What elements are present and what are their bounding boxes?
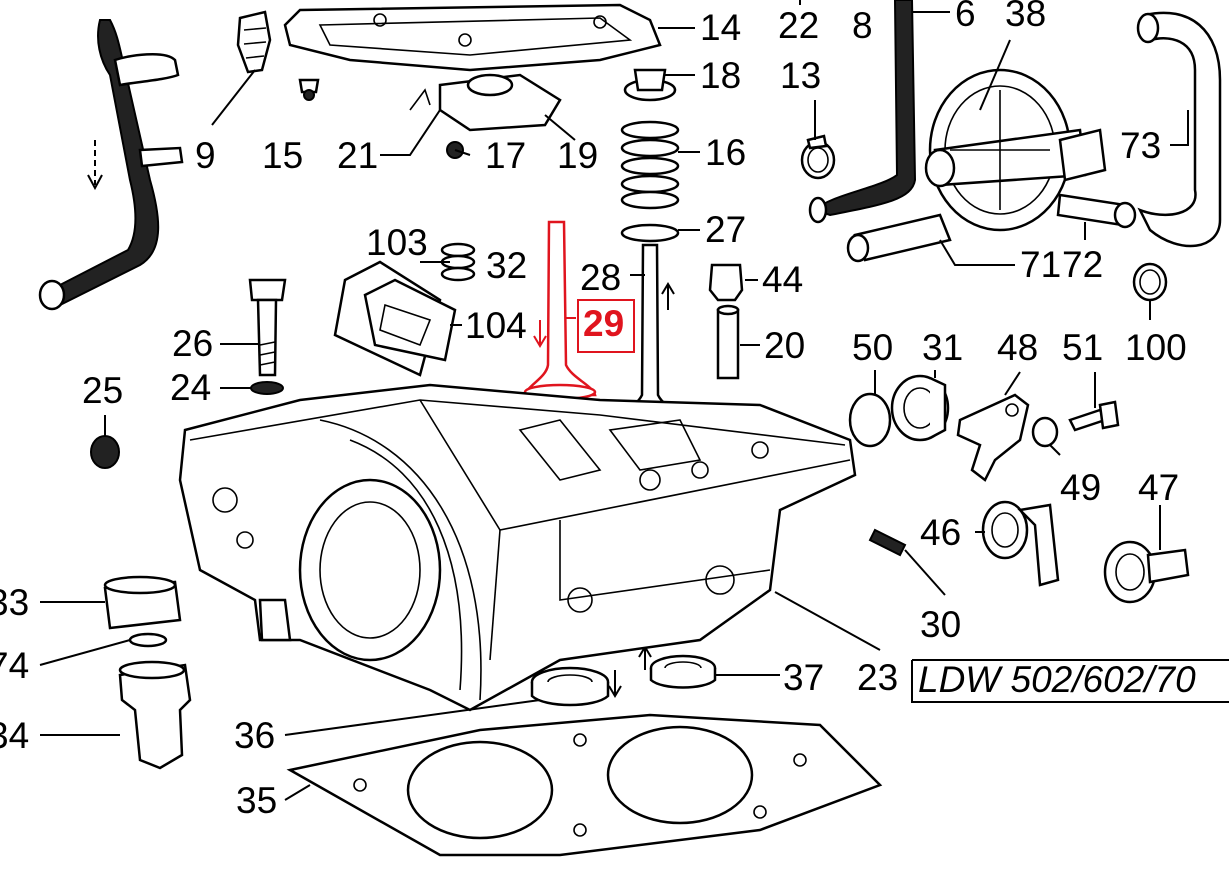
part-26-bolt <box>248 278 287 377</box>
callout-35: 35 <box>236 780 277 821</box>
callout-9: 9 <box>195 135 216 176</box>
callout-38: 38 <box>1005 0 1046 34</box>
callout-19: 19 <box>557 135 598 176</box>
callout-72: 72 <box>1062 244 1103 285</box>
part-51-bolt <box>1068 400 1120 432</box>
part-35-head-gasket <box>286 713 883 857</box>
part-72-hose <box>1056 193 1137 229</box>
cylinder-head <box>178 383 857 712</box>
part-49-washer <box>1031 416 1059 448</box>
part-48-bracket <box>956 393 1030 482</box>
part-37-seal <box>649 654 717 689</box>
callout-26: 26 <box>172 323 213 364</box>
callout-50: 50 <box>852 327 893 368</box>
part-103-104-gasket <box>333 260 457 377</box>
part-31-seal <box>890 374 950 442</box>
part-33-cap <box>103 575 182 630</box>
direction-arrows <box>533 282 675 698</box>
callout-18: 18 <box>700 55 741 96</box>
part-36-seal <box>530 666 610 707</box>
part-13-clamp <box>800 134 836 180</box>
callout-29-highlighted: 29 <box>583 303 624 344</box>
callout-33: 33 <box>0 582 29 623</box>
callout-100: 100 <box>1125 327 1187 368</box>
part-100-clamp <box>1132 262 1168 302</box>
callout-27: 27 <box>705 209 746 250</box>
callout-17: 17 <box>485 135 526 176</box>
callout-48: 48 <box>997 327 1038 368</box>
part-9-fitting <box>236 10 272 74</box>
callout-104: 104 <box>465 305 527 346</box>
part-71-hose <box>846 213 952 263</box>
model-label-text: LDW 502/602/70 <box>918 659 1196 700</box>
callout-44: 44 <box>762 259 803 300</box>
breather-hose <box>38 19 184 311</box>
callout-47: 47 <box>1138 467 1179 508</box>
callout-37: 37 <box>783 657 824 698</box>
callout-32: 32 <box>486 245 527 286</box>
callout-22: 22 <box>778 5 819 46</box>
callout-36: 36 <box>234 715 275 756</box>
part-47-fitting <box>1103 540 1190 604</box>
callout-46: 46 <box>920 512 961 553</box>
model-label: LDW 502/602/70 <box>911 659 1229 703</box>
part-32-spring <box>440 242 476 282</box>
part-74-ring <box>128 632 168 648</box>
callout-16: 16 <box>705 132 746 173</box>
callout-8: 8 <box>852 5 873 46</box>
callout-51: 51 <box>1062 327 1103 368</box>
part-20-valve-guide <box>716 304 740 380</box>
callout-25: 25 <box>82 370 123 411</box>
callout-21: 21 <box>337 135 378 176</box>
part-18-valve-cap <box>623 68 677 102</box>
callout-103: 103 <box>366 222 428 263</box>
part-25-plug <box>90 435 120 469</box>
callout-24: 24 <box>170 367 211 408</box>
part-46-fitting <box>981 500 1060 587</box>
callout-14: 14 <box>700 7 741 48</box>
part-34-injector-sleeve <box>118 660 192 770</box>
callout-30: 30 <box>920 604 961 645</box>
part-6-8-hose <box>808 0 917 224</box>
part-27-washer <box>620 223 680 243</box>
bracket-assembly <box>298 73 562 159</box>
callout-15: 15 <box>262 135 303 176</box>
part-50-o-ring <box>848 392 892 448</box>
callout-20: 20 <box>764 325 805 366</box>
part-30-spring <box>868 528 907 557</box>
callout-34: 34 <box>0 715 29 756</box>
leader-lines <box>39 0 1189 801</box>
callout-71: 71 <box>1020 244 1061 285</box>
callout-labels: 14 22 8 6 38 18 13 73 9 15 21 17 19 16 2… <box>0 0 1187 821</box>
part-16-valve-spring <box>620 120 680 210</box>
part-24-washer <box>250 381 284 395</box>
callout-73: 73 <box>1120 125 1161 166</box>
callout-31: 31 <box>922 327 963 368</box>
callout-49: 49 <box>1060 467 1101 508</box>
callout-23: 23 <box>857 657 898 698</box>
rocker-cover-gasket <box>283 3 662 72</box>
callout-13: 13 <box>780 55 821 96</box>
callout-74: 74 <box>0 645 29 686</box>
callout-6: 6 <box>955 0 976 34</box>
callout-28: 28 <box>580 257 621 298</box>
part-44-valve-seal <box>708 263 744 302</box>
part-73-hose <box>1136 11 1222 248</box>
part-38-thermostat-housing <box>924 68 1107 232</box>
